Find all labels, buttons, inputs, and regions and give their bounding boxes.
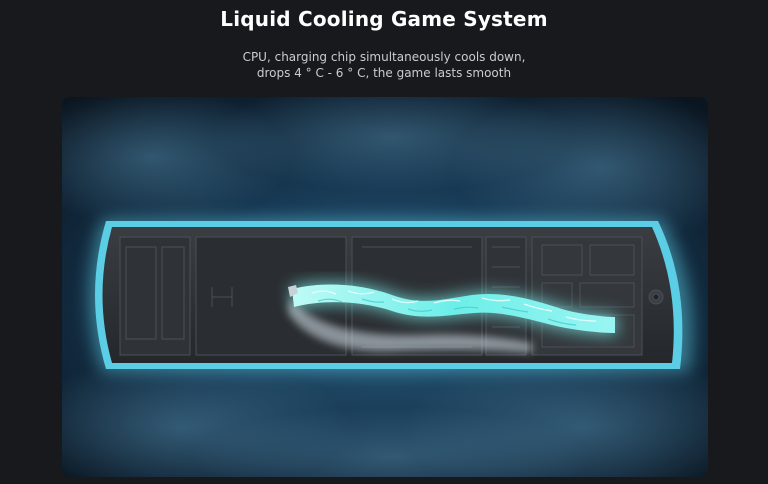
smoke-cloud xyxy=(62,97,708,477)
phone-cutaway-illustration xyxy=(62,97,708,477)
heat-pipe-icon xyxy=(288,284,615,333)
phone-internals xyxy=(119,236,664,356)
vapor-trail xyxy=(288,297,532,353)
page-subtitle: CPU, charging chip simultaneously cools … xyxy=(0,49,768,81)
subtitle-line-1: CPU, charging chip simultaneously cools … xyxy=(242,50,526,64)
subtitle-line-2: drops 4 ° C - 6 ° C, the game lasts smoo… xyxy=(256,66,512,80)
page-title: Liquid Cooling Game System xyxy=(220,7,548,31)
product-image xyxy=(62,97,708,477)
